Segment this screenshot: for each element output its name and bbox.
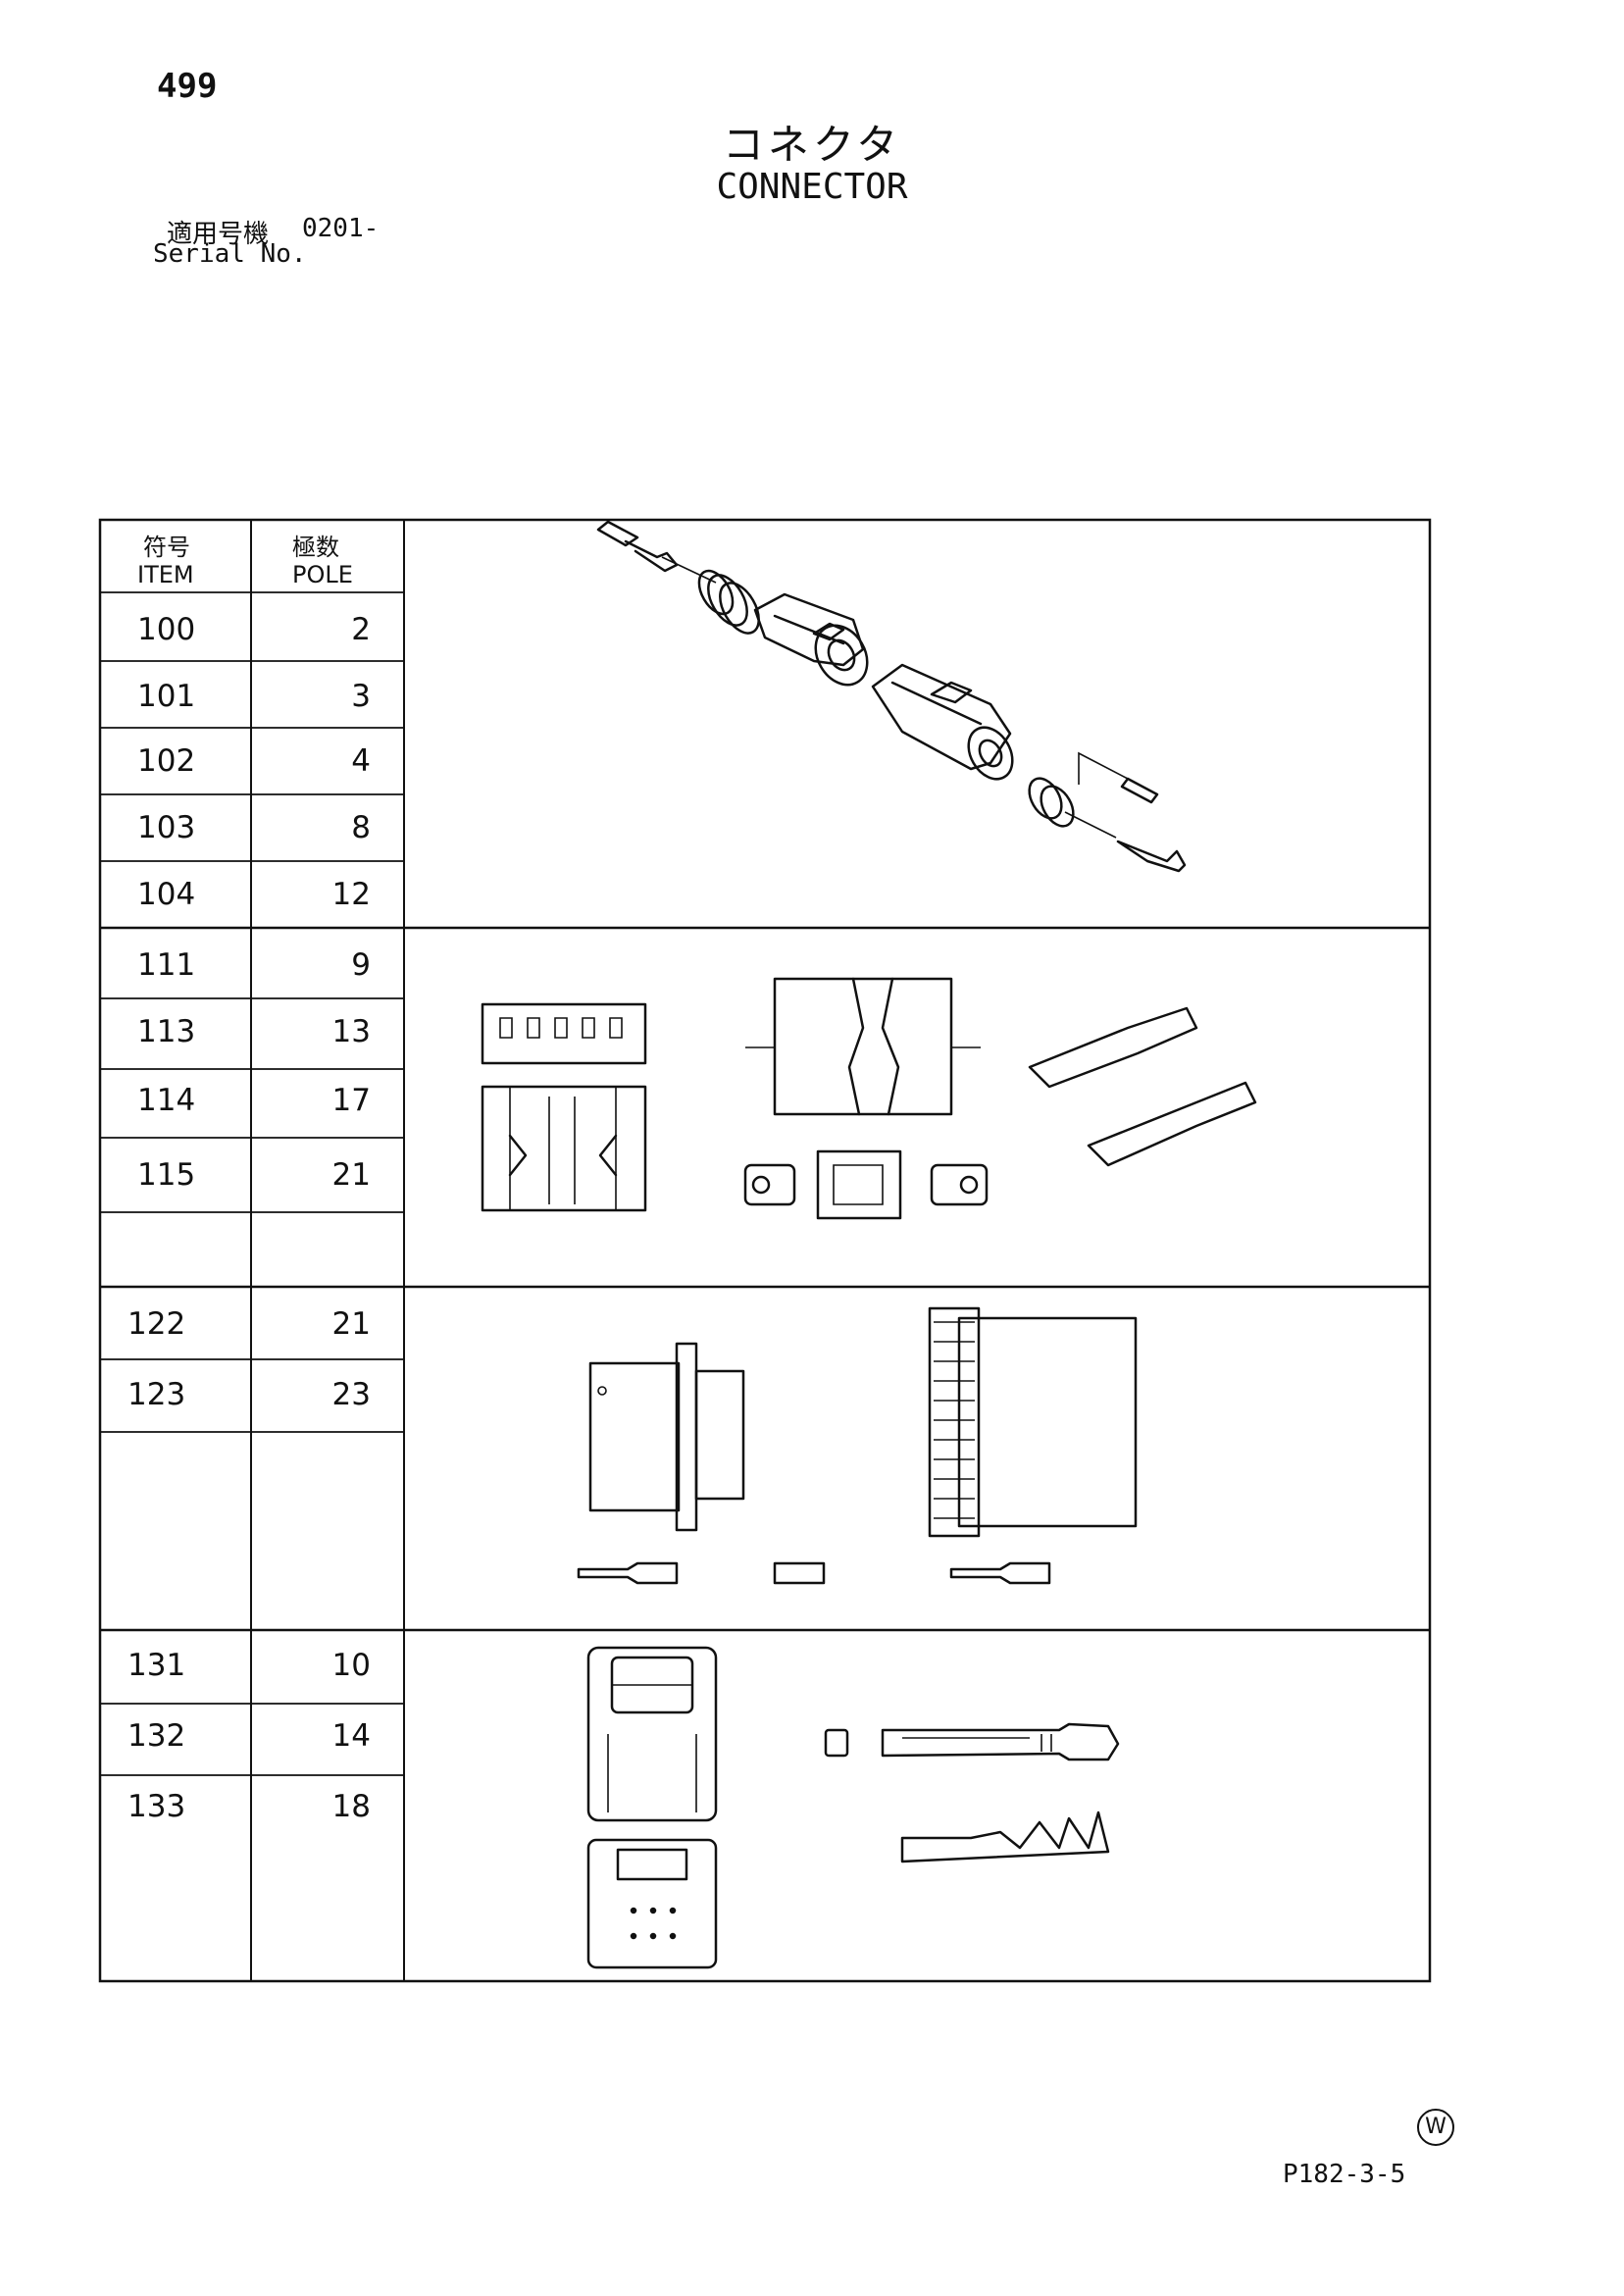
table-cell-item: 132 [127, 1718, 185, 1754]
page-title-japanese: コネクタ [722, 121, 902, 169]
table-cell-pole: 12 [332, 877, 371, 912]
table-cell-item: 103 [137, 810, 195, 845]
table-cell-item: 115 [137, 1157, 195, 1193]
round-sealed-connector-exploded-icon [596, 520, 1187, 873]
table-cell-pole: 8 [351, 810, 371, 845]
header-item: ITEM [137, 561, 194, 588]
header-pole-japanese: 極数 [292, 534, 339, 561]
serial-label: Serial No. [153, 239, 307, 269]
table-cell-pole: 23 [332, 1377, 371, 1412]
table-cell-item: 113 [137, 1014, 195, 1049]
group-separators [100, 926, 1430, 1632]
table-cell-pole: 4 [351, 743, 371, 779]
table-cell-pole: 3 [351, 679, 371, 714]
table-cell-pole: 13 [332, 1014, 371, 1049]
table-cell-pole: 18 [332, 1789, 371, 1824]
table-cell-pole: 21 [332, 1306, 371, 1342]
table-cell-item: 123 [127, 1377, 185, 1412]
table-cell-item: 131 [127, 1648, 185, 1683]
page-title: CONNECTOR [716, 167, 908, 207]
table-cell-item: 101 [137, 679, 195, 714]
serial-value: 0201- [302, 214, 380, 243]
table-cell-item: 122 [127, 1306, 185, 1342]
rectangular-connector-housing-icon [481, 977, 1257, 1220]
table-cell-item: 102 [137, 743, 195, 779]
table-cell-item: 104 [137, 877, 195, 912]
page-number: 499 [157, 67, 218, 106]
row-lines [100, 591, 404, 1776]
circular-bayonet-connector-icon [577, 1306, 1138, 1585]
table-cell-item: 111 [137, 947, 195, 983]
footer-mark: W [1417, 2109, 1454, 2146]
table-cell-pole: 21 [332, 1157, 371, 1193]
serial-label-japanese: 適用号機 [167, 220, 270, 249]
table-cell-pole: 9 [351, 947, 371, 983]
table-cell-pole: 17 [332, 1083, 371, 1118]
page-code: P182-3-5 [1283, 2160, 1406, 2189]
table-cell-item: 133 [127, 1789, 185, 1824]
header-pole: POLE [292, 561, 353, 588]
latched-housing-connector-icon [586, 1646, 1120, 1969]
table-cell-pole: 2 [351, 612, 371, 647]
header-item-japanese: 符号 [143, 534, 190, 561]
table-cell-item: 114 [137, 1083, 195, 1118]
table-cell-item: 100 [137, 612, 195, 647]
table-cell-pole: 10 [332, 1648, 371, 1683]
table-cell-pole: 14 [332, 1718, 371, 1754]
parts-table: 符号 ITEM 極数 POLE 100 2 101 3 102 4 103 8 … [98, 518, 1432, 1983]
